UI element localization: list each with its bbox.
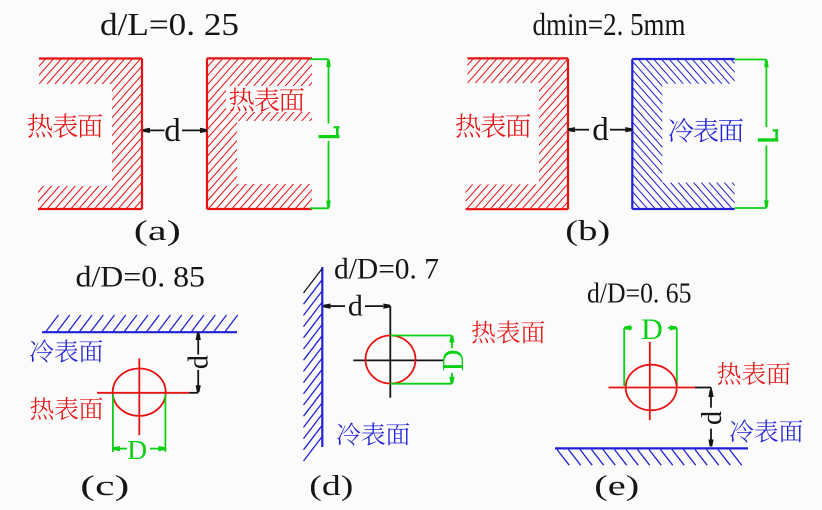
svg-text:d: d (183, 355, 214, 369)
svg-text:d/D=0. 65: d/D=0. 65 (587, 278, 692, 310)
svg-text:d/L=0. 25: d/L=0. 25 (100, 7, 239, 42)
svg-text:d: d (164, 113, 181, 149)
svg-text:(d): (d) (309, 470, 353, 502)
svg-text:D: D (436, 349, 470, 371)
svg-text:d: d (592, 112, 609, 148)
svg-text:(c): (c) (80, 470, 129, 502)
svg-text:dmin=2. 5mm: dmin=2. 5mm (533, 7, 686, 42)
svg-text:d: d (348, 289, 363, 322)
svg-text:d/D=0. 85: d/D=0. 85 (76, 262, 206, 294)
svg-text:(a): (a) (134, 215, 181, 247)
svg-text:(e): (e) (594, 470, 639, 502)
svg-text:D: D (127, 434, 147, 465)
svg-text:(b): (b) (565, 215, 610, 247)
svg-text:d: d (697, 411, 728, 425)
svg-text:D: D (641, 313, 663, 346)
svg-text:d/D=0. 7: d/D=0. 7 (334, 253, 439, 285)
